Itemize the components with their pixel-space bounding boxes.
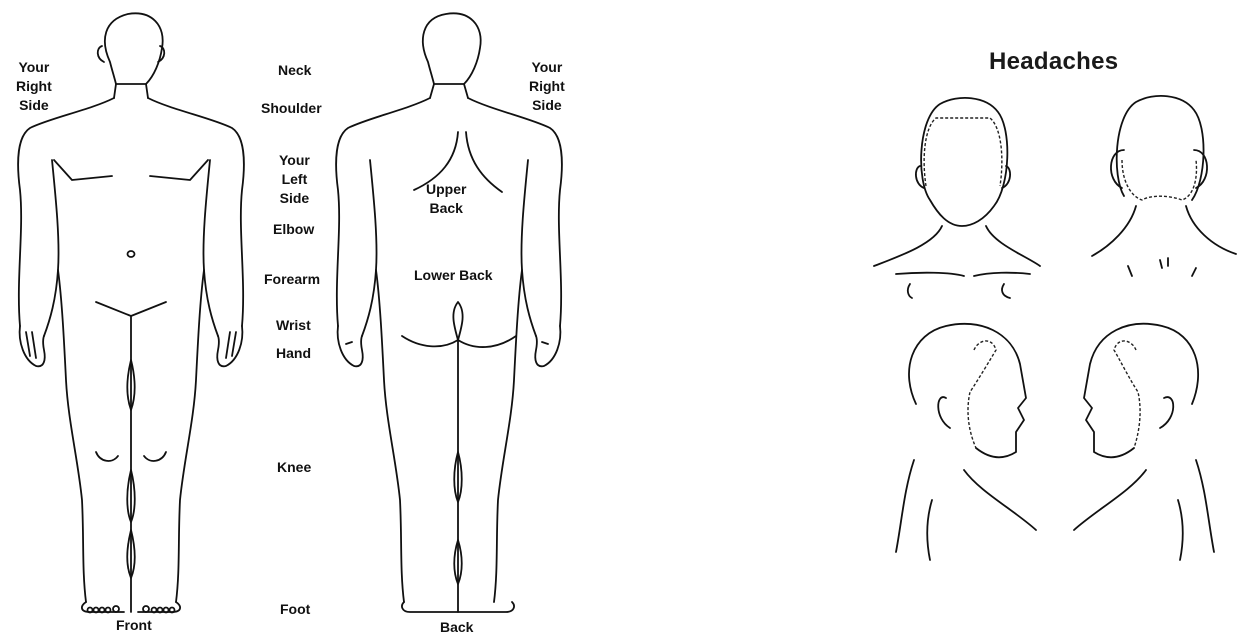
label-line: Upper xyxy=(426,180,466,199)
front-right-side-label: Your Right Side xyxy=(16,58,52,115)
elbow-label: Elbow xyxy=(273,220,314,239)
back-right-side-label: Your Right Side xyxy=(529,58,565,115)
wrist-label: Wrist xyxy=(276,316,311,335)
front-body-figure xyxy=(18,13,244,612)
label-line: Your xyxy=(16,58,52,77)
forearm-label: Forearm xyxy=(264,270,320,289)
upper-back-label: Upper Back xyxy=(426,180,466,218)
foot-label: Foot xyxy=(280,600,310,619)
knee-label: Knee xyxy=(277,458,311,477)
label-line: Your xyxy=(279,151,310,170)
headache-head-right-profile xyxy=(896,324,1036,560)
lower-back-label: Lower Back xyxy=(414,266,493,285)
shoulder-label: Shoulder xyxy=(261,99,322,118)
hand-label: Hand xyxy=(276,344,311,363)
label-line: Right xyxy=(529,77,565,96)
neck-label: Neck xyxy=(278,61,311,80)
back-caption: Back xyxy=(440,618,473,637)
headache-head-left-profile xyxy=(1074,324,1214,560)
label-line: Your xyxy=(529,58,565,77)
label-line: Right xyxy=(16,77,52,96)
front-caption: Front xyxy=(116,616,152,635)
label-line: Side xyxy=(529,96,565,115)
headache-head-front-view xyxy=(874,98,1040,298)
label-line: Side xyxy=(279,189,310,208)
label-line: Back xyxy=(426,199,466,218)
back-body-figure xyxy=(336,13,562,612)
headache-head-back-view xyxy=(1092,96,1236,276)
headaches-title: Headaches xyxy=(989,48,1118,76)
label-line: Side xyxy=(16,96,52,115)
label-line: Left xyxy=(279,170,310,189)
left-side-label: Your Left Side xyxy=(279,151,310,208)
